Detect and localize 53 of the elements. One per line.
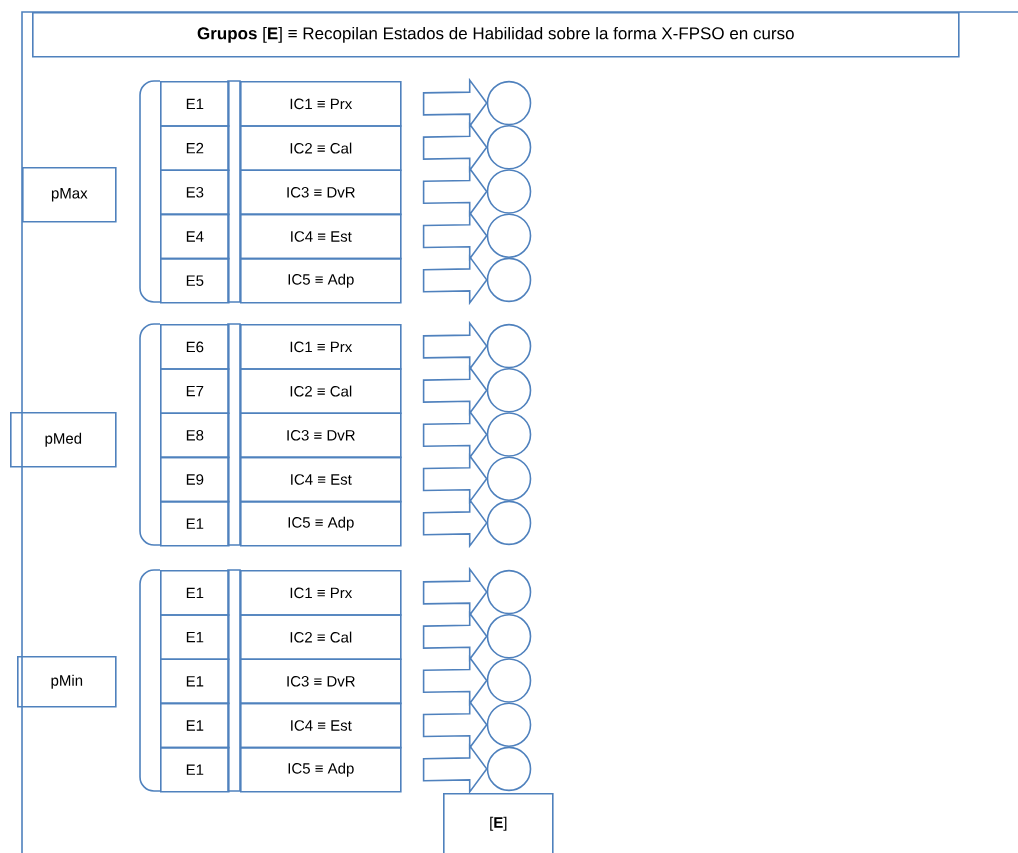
- circle: [486, 257, 532, 303]
- circle: [486, 323, 532, 369]
- state-cell: E3: [160, 169, 230, 216]
- group-label-box: pMin: [17, 656, 117, 708]
- group-label-box: pMax: [22, 167, 117, 223]
- group-box: [E]: [443, 793, 554, 853]
- state-cell: E1: [160, 614, 230, 660]
- indicator-cell: IC3 ≡ DvR: [240, 169, 402, 216]
- indicator-cell: IC5 ≡ Adp: [240, 257, 402, 304]
- state-cell: E1: [160, 570, 230, 616]
- circle: [486, 702, 532, 747]
- indicator-cell: IC4 ≡ Est: [240, 213, 402, 260]
- state-cell: E9: [160, 456, 230, 503]
- state-cell: E1: [160, 500, 230, 547]
- state-cell: E4: [160, 213, 230, 260]
- indicator-cell: IC1 ≡ Prx: [240, 324, 402, 370]
- state-cell: E1: [160, 658, 230, 705]
- block-arrow: [422, 254, 488, 306]
- state-cell: E7: [160, 368, 230, 414]
- state-cell: E6: [160, 324, 230, 370]
- circle: [486, 412, 532, 457]
- block-arrow: [422, 743, 488, 795]
- indicator-cell: IC1 ≡ Prx: [240, 81, 402, 127]
- title-box: Grupos [E] ≡ Recopilan Estados de Habilidad sobre la forma X-FPSO en curso: [32, 12, 960, 58]
- block-arrow: [422, 497, 488, 549]
- indicator-cell: IC2 ≡ Cal: [240, 368, 402, 414]
- indicator-cell: IC2 ≡ Cal: [240, 125, 402, 171]
- state-cell: E5: [160, 257, 230, 304]
- state-cell: E1: [160, 746, 230, 793]
- circle: [486, 456, 532, 501]
- circle: [486, 125, 532, 170]
- state-cell: E1: [160, 702, 230, 749]
- indicator-cell: IC4 ≡ Est: [240, 702, 402, 749]
- circle: [486, 368, 532, 413]
- circle: [486, 500, 532, 546]
- state-cell: E1: [160, 81, 230, 127]
- circle: [486, 746, 532, 792]
- indicator-cell: IC1 ≡ Prx: [240, 570, 402, 616]
- indicator-cell: IC2 ≡ Cal: [240, 614, 402, 660]
- circle: [486, 614, 532, 659]
- circle: [486, 80, 532, 126]
- indicator-cell: IC4 ≡ Est: [240, 456, 402, 503]
- circle: [486, 213, 532, 258]
- indicator-cell: IC3 ≡ DvR: [240, 658, 402, 705]
- circle: [486, 169, 532, 214]
- indicator-cell: IC5 ≡ Adp: [240, 746, 402, 793]
- indicator-cell: IC3 ≡ DvR: [240, 412, 402, 459]
- circle: [486, 658, 532, 703]
- state-cell: E8: [160, 412, 230, 459]
- indicator-cell: IC5 ≡ Adp: [240, 500, 402, 547]
- state-cell: E2: [160, 125, 230, 171]
- circle: [486, 569, 532, 615]
- group-label-box: pMed: [10, 412, 117, 468]
